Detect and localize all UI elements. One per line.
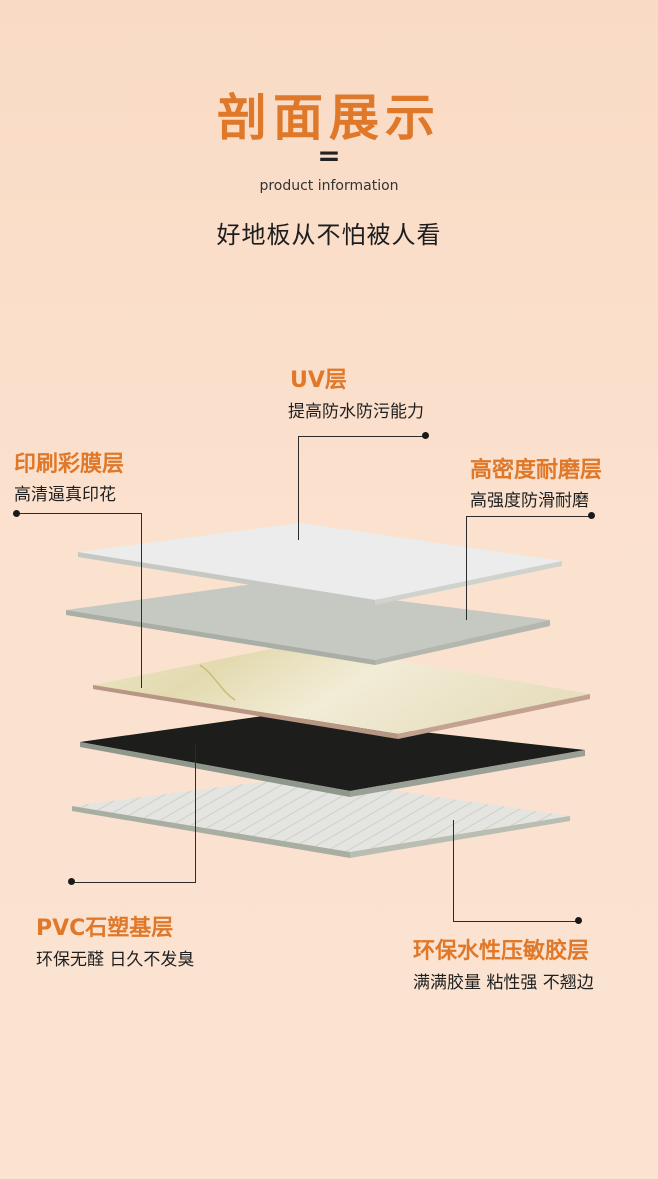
uv-leader-dot [422, 432, 429, 439]
wear-leader-line [466, 516, 592, 517]
glue-leader-dot [575, 917, 582, 924]
page-title: 剖面展示 [217, 89, 441, 147]
pvc-leader-dot [68, 878, 75, 885]
pvc-leader-line-v [195, 745, 196, 883]
print-layer-desc: 高清逼真印花 [14, 485, 116, 505]
glue-layer-desc: 满满胶量 粘性强 不翘边 [413, 973, 594, 993]
uv-leader-line [298, 436, 426, 437]
slogan: 好地板从不怕被人看 [216, 221, 442, 249]
pvc-layer-desc: 环保无醛 日久不发臭 [36, 950, 195, 970]
title-separator: = [317, 139, 341, 172]
print-leader-line [17, 513, 142, 514]
layer-print [93, 643, 590, 739]
layer-glue [72, 777, 570, 858]
glue-leader-line [453, 921, 579, 922]
print-leader-line-v [141, 513, 142, 688]
wear-leader-dot [588, 512, 595, 519]
uv-layer-desc: 提高防水防污能力 [288, 402, 424, 422]
pvc-layer-title: PVC石塑基层 [36, 916, 174, 941]
uv-layer-title: UV层 [290, 368, 347, 393]
wear-leader-line-v [466, 516, 467, 620]
layer-wear [66, 583, 550, 665]
wear-layer-title: 高密度耐磨层 [470, 458, 603, 483]
print-layer-title: 印刷彩膜层 [14, 452, 125, 477]
wear-layer-desc: 高强度防滑耐磨 [470, 491, 589, 511]
pvc-leader-line [72, 882, 196, 883]
layer-pvc [80, 715, 585, 797]
uv-leader-line-v [298, 436, 299, 540]
glue-leader-line-v [453, 820, 454, 922]
layer-uv [78, 523, 562, 605]
subtitle: product information [259, 178, 399, 194]
glue-layer-title: 环保水性压敏胶层 [413, 939, 590, 964]
print-leader-dot [13, 510, 20, 517]
